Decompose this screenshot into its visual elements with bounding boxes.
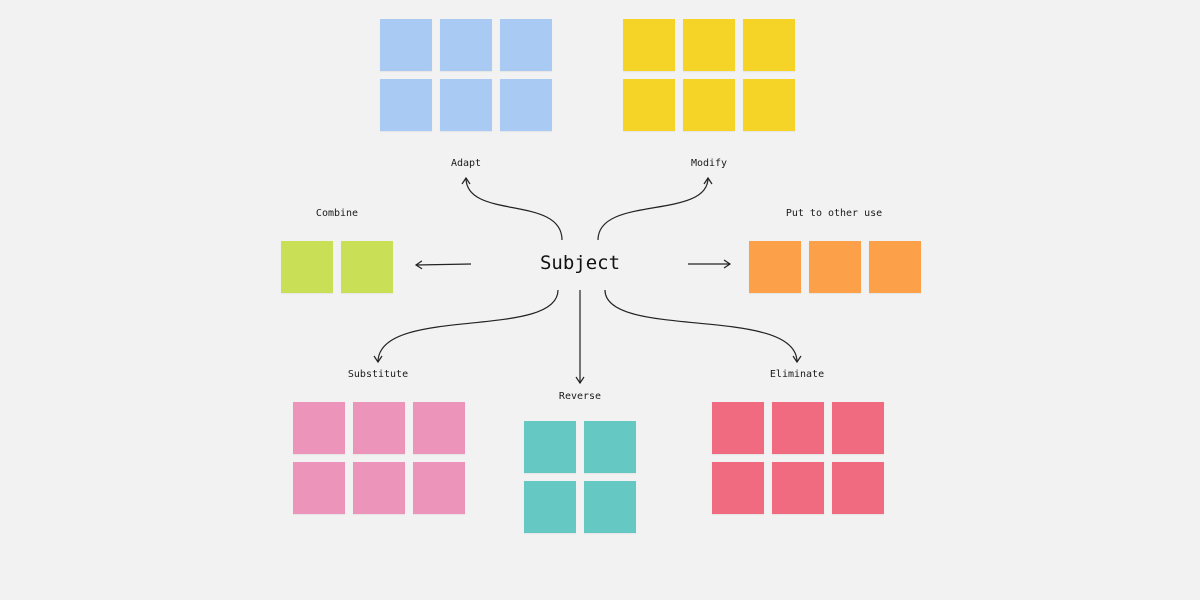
sticky-note[interactable] bbox=[524, 421, 576, 473]
sticky-note[interactable] bbox=[380, 79, 432, 131]
arrow-modify bbox=[597, 176, 713, 241]
sticky-note[interactable] bbox=[413, 462, 465, 514]
sticky-note[interactable] bbox=[524, 481, 576, 533]
sticky-note[interactable] bbox=[293, 402, 345, 454]
arrow-substitute bbox=[373, 289, 559, 364]
sticky-note[interactable] bbox=[743, 79, 795, 131]
sticky-note[interactable] bbox=[500, 19, 552, 71]
arrow-adapt bbox=[461, 176, 563, 241]
sticky-note[interactable] bbox=[772, 402, 824, 454]
sticky-note[interactable] bbox=[623, 19, 675, 71]
sticky-note[interactable] bbox=[869, 241, 921, 293]
sticky-note[interactable] bbox=[809, 241, 861, 293]
arrow-combine bbox=[414, 260, 472, 270]
sticky-note[interactable] bbox=[623, 79, 675, 131]
sticky-note[interactable] bbox=[413, 402, 465, 454]
sticky-note[interactable] bbox=[712, 462, 764, 514]
sticky-note[interactable] bbox=[749, 241, 801, 293]
sticky-note[interactable] bbox=[353, 402, 405, 454]
sticky-note[interactable] bbox=[832, 402, 884, 454]
sticky-note[interactable] bbox=[281, 241, 333, 293]
sticky-note[interactable] bbox=[743, 19, 795, 71]
label-modify: Modify bbox=[690, 158, 728, 169]
sticky-note[interactable] bbox=[712, 402, 764, 454]
subject-title[interactable]: Subject bbox=[539, 252, 621, 274]
label-reverse: Reverse bbox=[558, 391, 602, 402]
sticky-note[interactable] bbox=[584, 421, 636, 473]
label-adapt: Adapt bbox=[450, 158, 482, 169]
label-substitute: Substitute bbox=[347, 369, 409, 380]
sticky-note[interactable] bbox=[683, 19, 735, 71]
sticky-note[interactable] bbox=[832, 462, 884, 514]
label-put-to-other-use: Put to other use bbox=[785, 208, 883, 219]
arrow-eliminate bbox=[604, 289, 802, 364]
sticky-note[interactable] bbox=[683, 79, 735, 131]
label-combine: Combine bbox=[315, 208, 359, 219]
sticky-note[interactable] bbox=[500, 79, 552, 131]
sticky-note[interactable] bbox=[440, 19, 492, 71]
sticky-note[interactable] bbox=[440, 79, 492, 131]
sticky-note[interactable] bbox=[380, 19, 432, 71]
label-eliminate: Eliminate bbox=[769, 369, 825, 380]
sticky-note[interactable] bbox=[341, 241, 393, 293]
sticky-note[interactable] bbox=[772, 462, 824, 514]
sticky-note[interactable] bbox=[293, 462, 345, 514]
sticky-note[interactable] bbox=[353, 462, 405, 514]
sticky-note[interactable] bbox=[584, 481, 636, 533]
